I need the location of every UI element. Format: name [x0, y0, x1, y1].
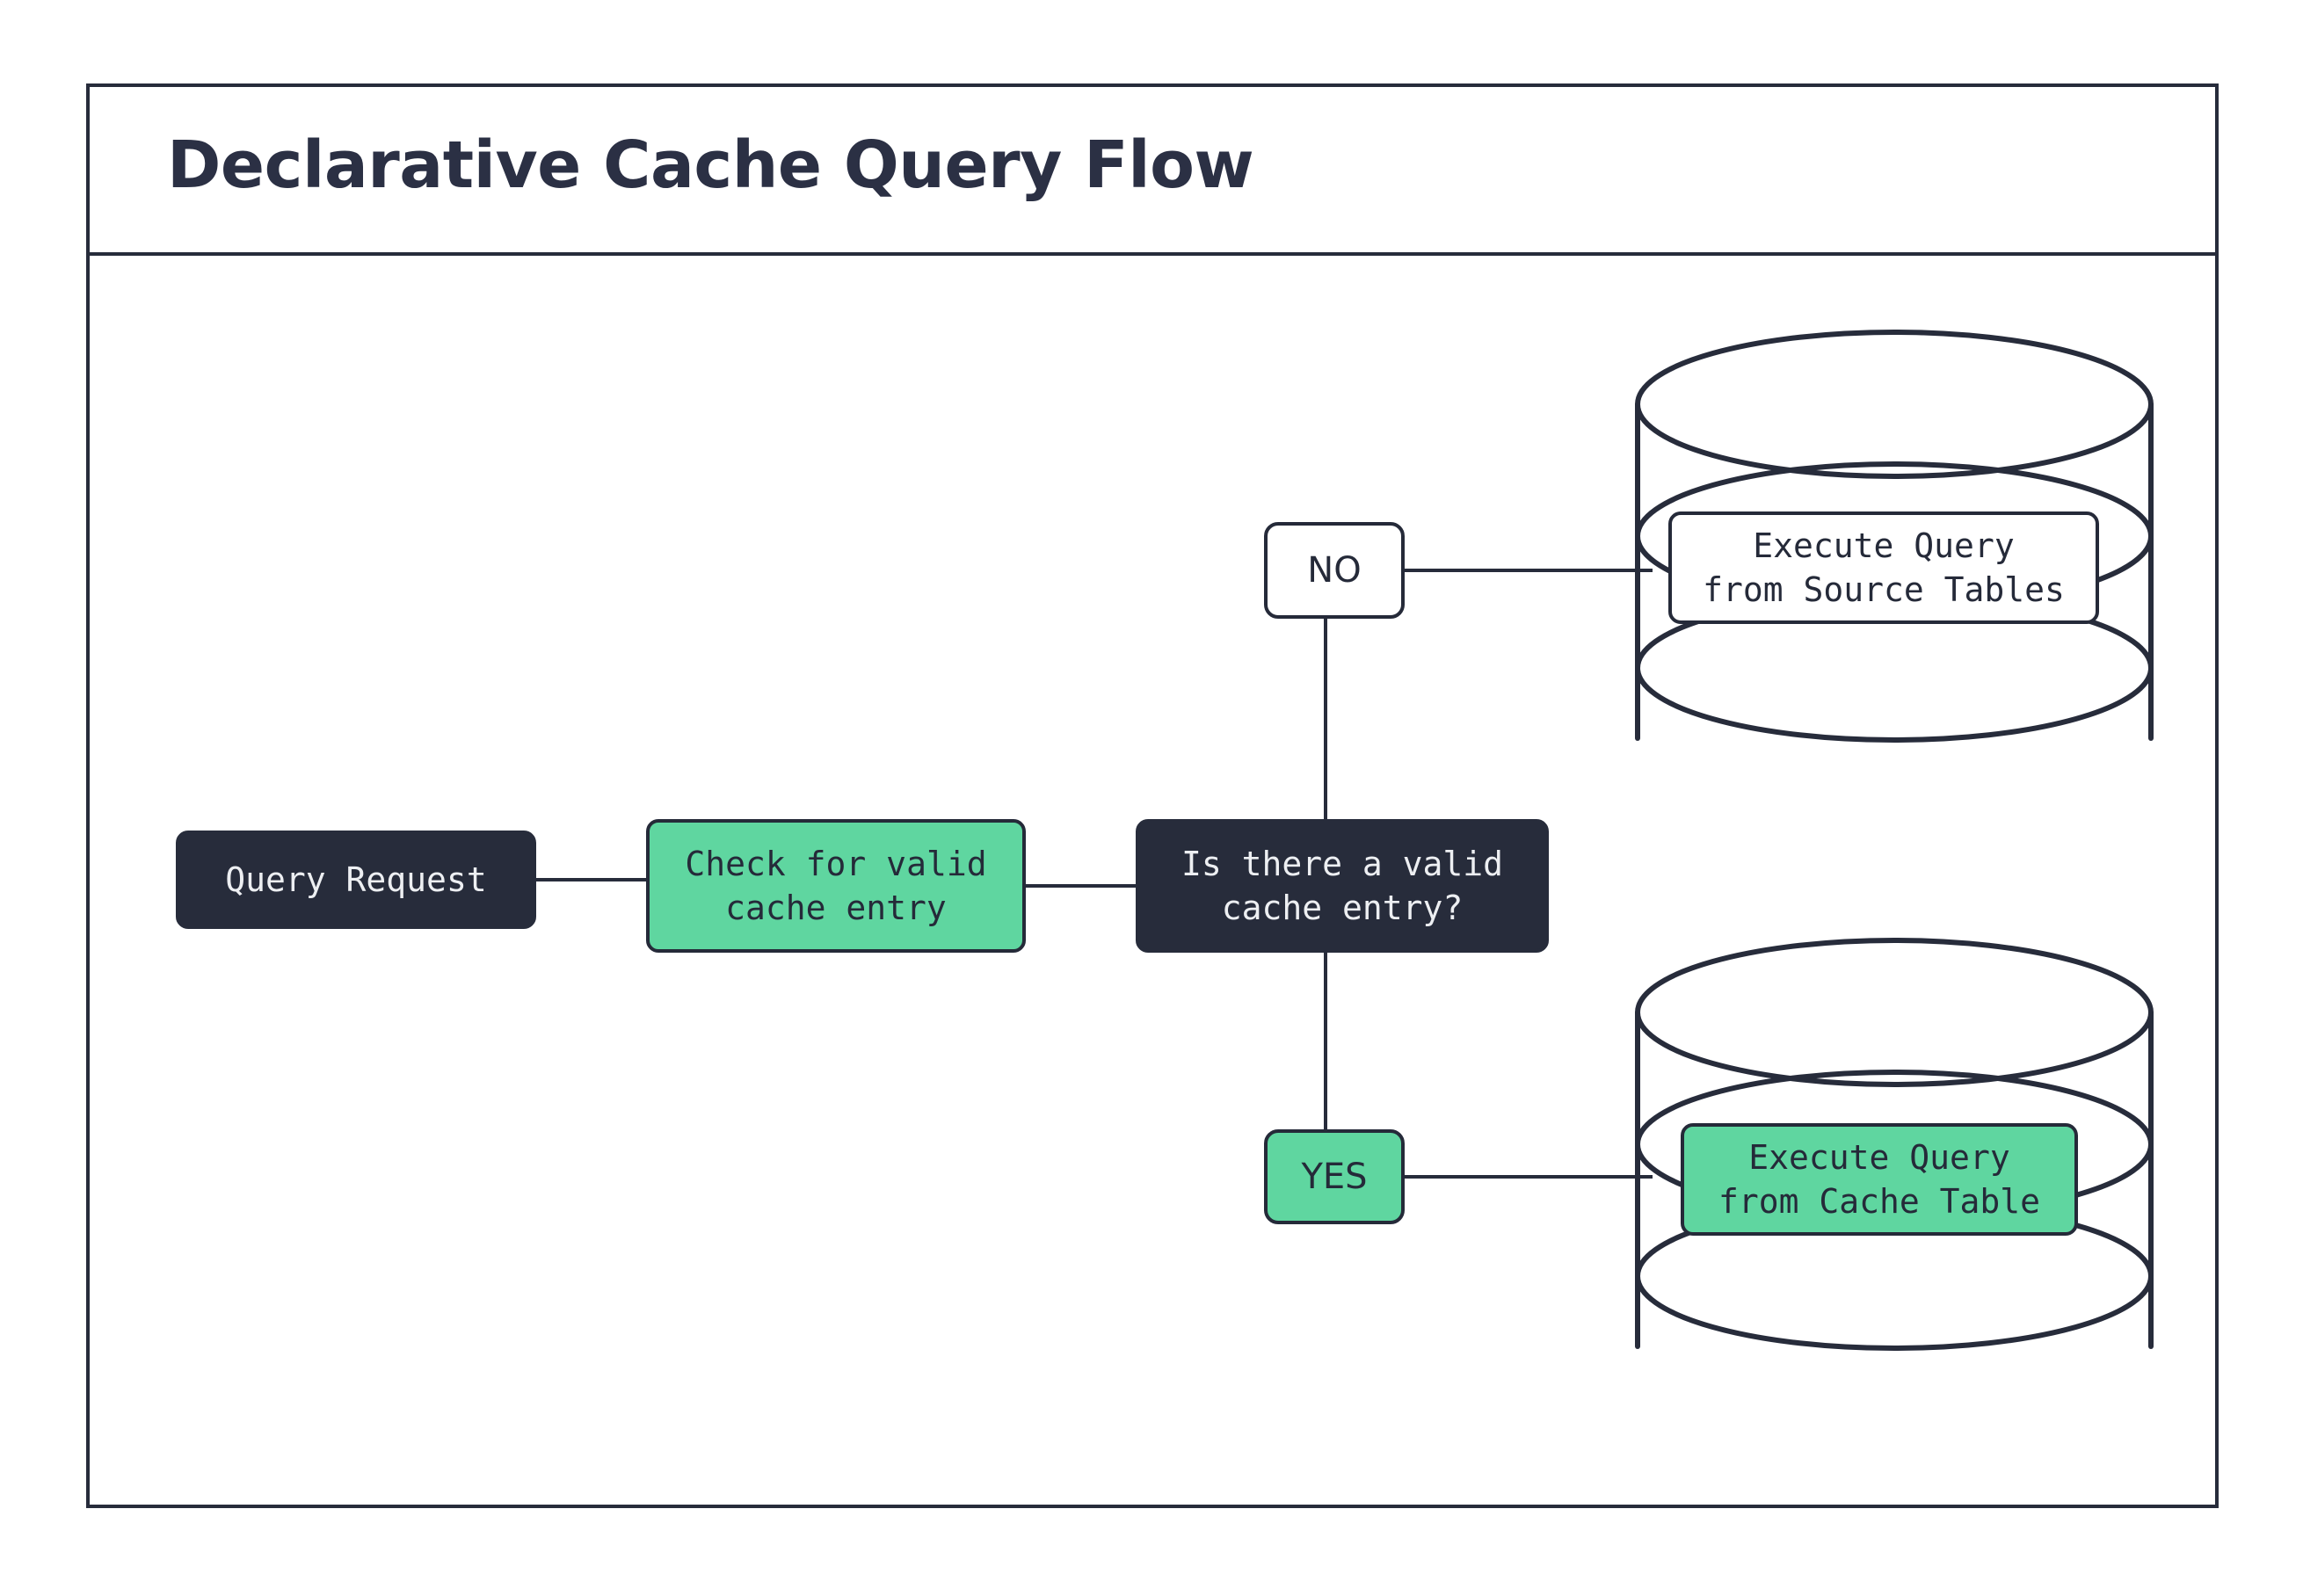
branch-label-no[interactable]: NO [1264, 522, 1405, 619]
edge-yes-to-cache-db [1401, 1175, 1653, 1179]
diagram-header-bar [86, 83, 2219, 256]
node-decision-valid-cache-entry[interactable]: Is there a valid cache entry? [1136, 819, 1549, 953]
edge-decision-to-yes [1324, 951, 1327, 1133]
branch-label-yes[interactable]: YES [1264, 1129, 1405, 1224]
edge-check-to-decision [1022, 884, 1139, 888]
edge-no-to-source-db [1401, 569, 1653, 572]
node-query-request[interactable]: Query Request [176, 831, 536, 929]
edge-decision-to-no [1324, 615, 1327, 823]
edge-request-to-check [534, 878, 650, 881]
diagram-frame [86, 83, 2219, 1508]
diagram-title: Declarative Cache Query Flow [167, 127, 1254, 203]
node-execute-query-from-cache-table[interactable]: Execute Query from Cache Table [1681, 1123, 2078, 1236]
node-execute-query-from-source-tables[interactable]: Execute Query from Source Tables [1668, 511, 2099, 624]
node-check-for-valid-cache-entry[interactable]: Check for valid cache entry [646, 819, 1026, 953]
